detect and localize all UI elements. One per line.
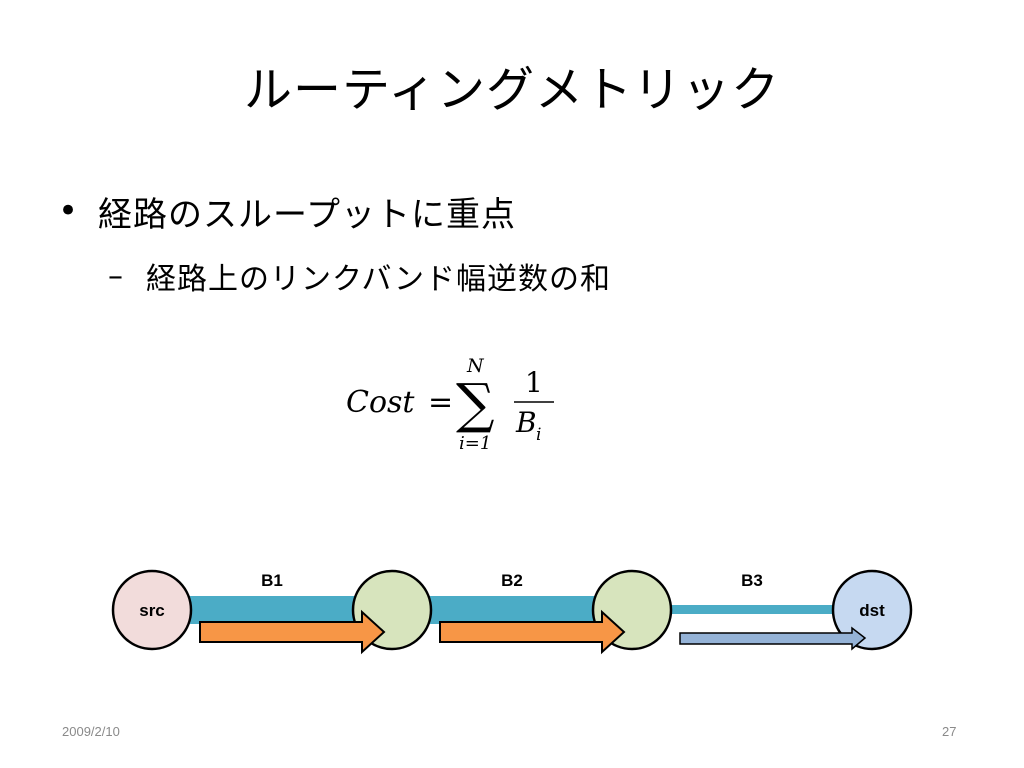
sum-upper-limit: N (466, 355, 485, 377)
cost-formula: Cost = ∑ N i=1 1 B i (346, 355, 554, 454)
node-label-src: src (139, 601, 165, 620)
link-diagram: src dst B1 B2 B3 (111, 569, 913, 655)
link-label-b3: B3 (741, 571, 763, 590)
bullet-text: 経路のスループットに重点 (98, 194, 516, 235)
throughput-arrow-2 (439, 609, 626, 655)
bullet-item: • 経路のスループットに重点 (58, 186, 516, 236)
page-number: 27 (942, 724, 957, 739)
link-b3 (668, 605, 836, 614)
slide-title: ルーティングメトリック (243, 62, 781, 118)
node-src (111, 569, 193, 651)
link-b1 (188, 596, 356, 624)
sub-bullet-item: – 経路上のリンクバンド幅逆数の和 (108, 254, 611, 298)
fraction-subscript: i (536, 425, 541, 445)
link-label-b2: B2 (501, 571, 523, 590)
link-b2 (428, 596, 596, 624)
link-label-b1: B1 (261, 571, 283, 590)
fraction-numerator: 1 (525, 366, 543, 399)
formula-equals: = (428, 385, 453, 420)
fraction-denominator: B (515, 406, 537, 439)
bullet-marker: • (58, 191, 79, 231)
throughput-arrow-1 (199, 609, 386, 655)
node-label-dst: dst (859, 601, 885, 620)
sub-bullet-text: 経路上のリンクバンド幅逆数の和 (146, 262, 611, 297)
sum-lower-limit: i=1 (459, 433, 491, 454)
formula-lhs: Cost (346, 385, 415, 420)
throughput-arrow-3 (679, 626, 867, 651)
sub-bullet-marker: – (108, 258, 123, 294)
sum-symbol: ∑ (456, 372, 495, 435)
footer-date: 2009/2/10 (62, 724, 120, 739)
